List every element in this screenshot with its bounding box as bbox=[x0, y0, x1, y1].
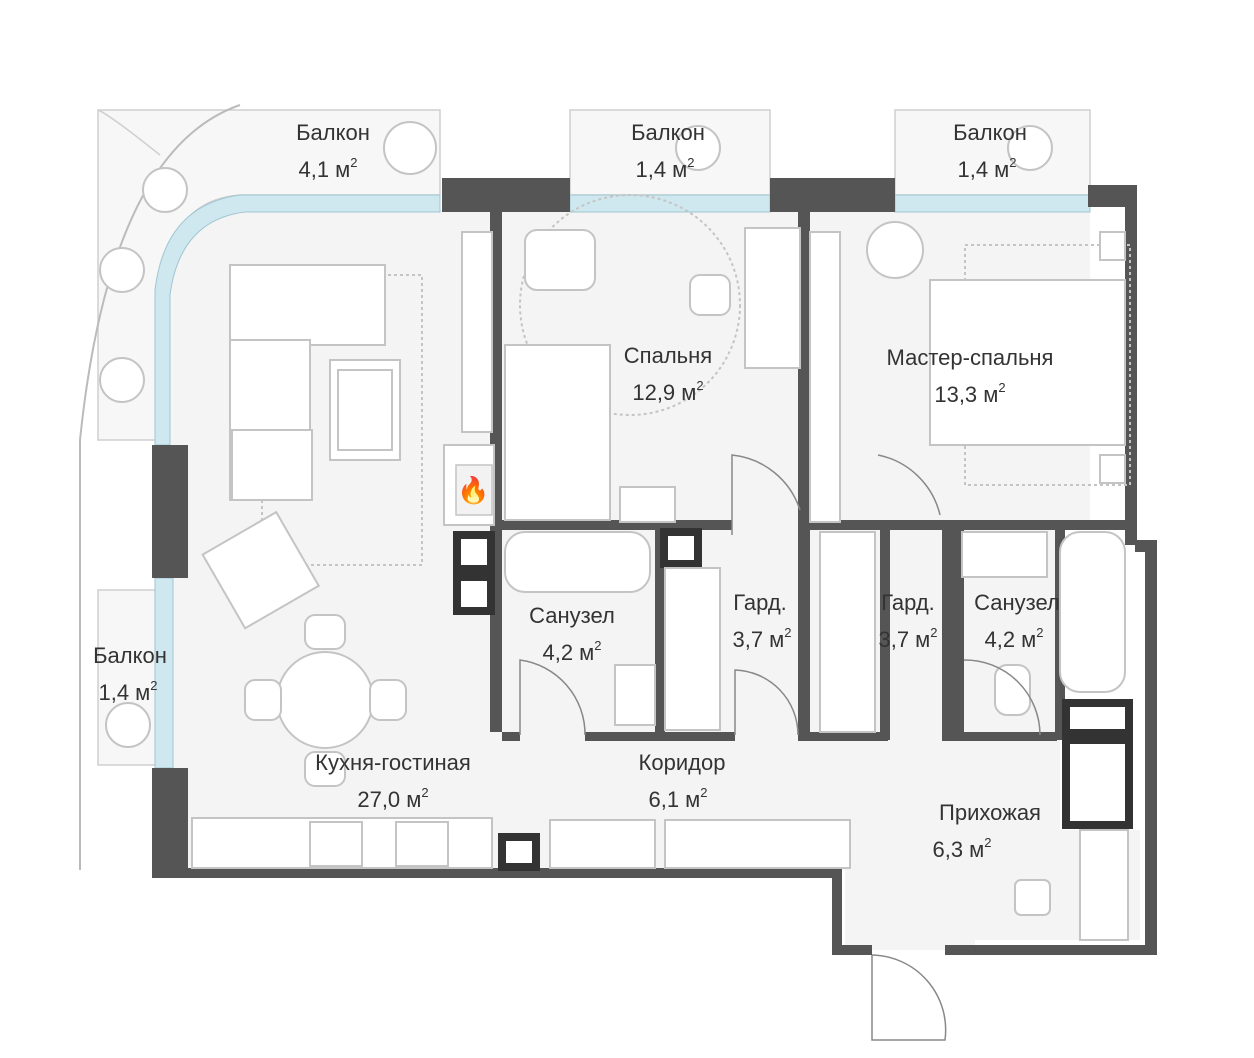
room-area-balcony-left: 1,4 м2 bbox=[98, 677, 158, 705]
room-name-wardrobe-right: Гард. bbox=[881, 590, 935, 615]
doors bbox=[519, 454, 1041, 1041]
room-name-bathroom-right: Санузел bbox=[974, 590, 1060, 615]
room-name-master-bedroom: Мастер-спальня bbox=[886, 345, 1054, 370]
room-area-bathroom-right: 4,2 м2 bbox=[984, 624, 1044, 652]
room-name-hallway: Прихожая bbox=[939, 800, 1041, 825]
furniture bbox=[99, 121, 1131, 941]
room-area-master-bedroom: 13,3 м2 bbox=[934, 379, 1006, 407]
room-area-kitchen-living: 27,0 м2 bbox=[357, 784, 429, 812]
glazing bbox=[154, 194, 1091, 769]
room-name-wardrobe-left: Гард. bbox=[733, 590, 787, 615]
room-area-bedroom: 12,9 м2 bbox=[632, 377, 704, 405]
room-area-wardrobe-left: 3,7 м2 bbox=[732, 624, 792, 652]
room-area-balcony-top-middle: 1,4 м2 bbox=[635, 154, 695, 182]
room-area-wardrobe-right: 3,7 м2 bbox=[878, 624, 938, 652]
room-area-corridor: 6,1 м2 bbox=[648, 784, 708, 812]
room-name-bedroom: Спальня bbox=[623, 343, 713, 368]
room-area-bathroom-left: 4,2 м2 bbox=[542, 637, 602, 665]
room-area-hallway: 6,3 м2 bbox=[932, 834, 992, 862]
room-name-balcony-top-right: Балкон bbox=[953, 120, 1027, 145]
room-name-balcony-left: Балкон bbox=[93, 643, 167, 668]
shafts bbox=[453, 528, 1133, 871]
room-area-balcony-top-right: 1,4 м2 bbox=[957, 154, 1017, 182]
fireplace-icon bbox=[443, 444, 495, 526]
room-area-balcony-top-left: 4,1 м2 bbox=[298, 154, 358, 182]
room-name-corridor: Коридор bbox=[638, 750, 726, 775]
room-name-kitchen-living: Кухня-гостиная bbox=[315, 750, 471, 775]
room-name-balcony-top-left: Балкон bbox=[296, 120, 370, 145]
fireplace-fire-icon: 🔥 bbox=[457, 476, 490, 506]
room-name-bathroom-left: Санузел bbox=[529, 603, 615, 628]
room-name-balcony-top-middle: Балкон bbox=[631, 120, 705, 145]
